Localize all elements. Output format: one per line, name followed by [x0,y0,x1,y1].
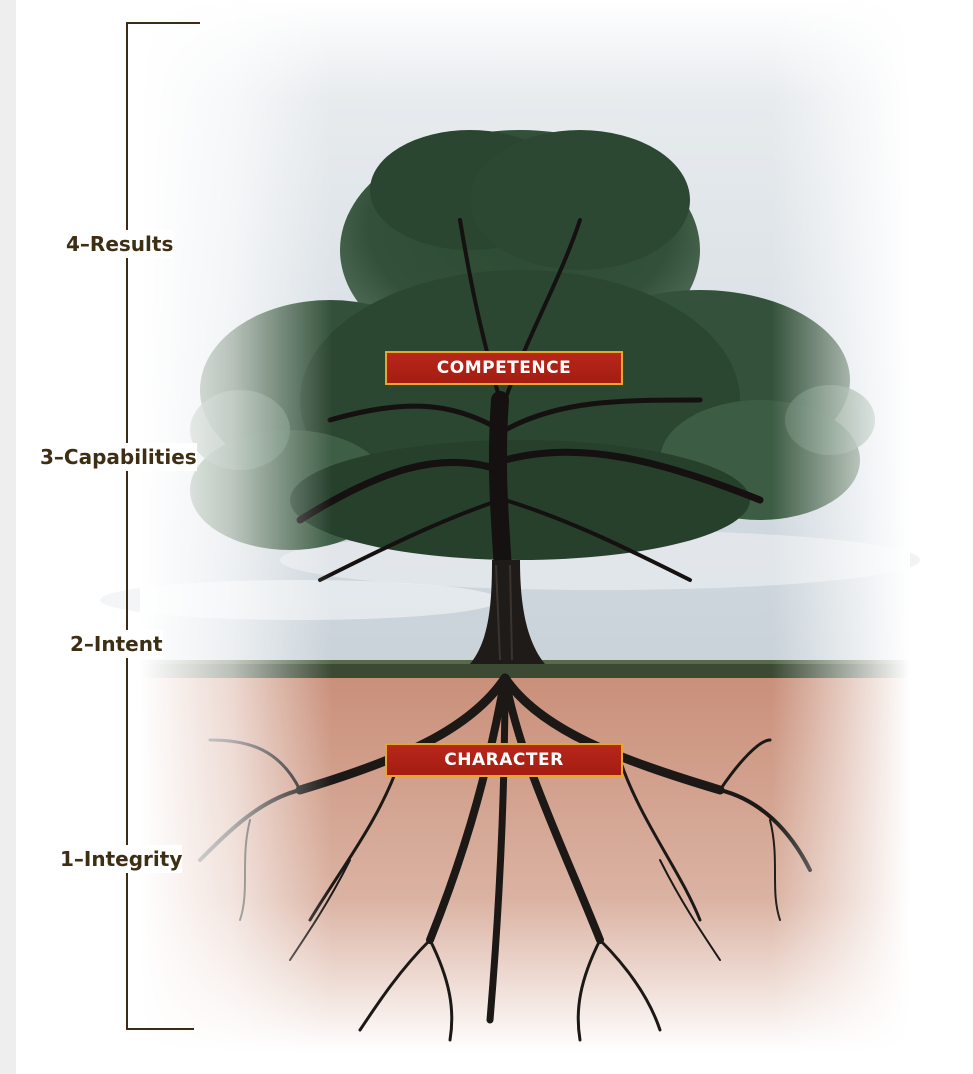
level-label-integrity: 1–Integrity [60,845,182,873]
scale-bracket-line [126,22,128,1030]
character-banner: CHARACTER [385,743,623,777]
level-label-capabilities: 3–Capabilities [40,443,197,471]
scale-bracket-bottom-cap [126,1028,194,1030]
level-label-intent: 2–Intent [70,630,163,658]
competence-banner: COMPETENCE [385,351,623,385]
level-label-results: 4–Results [66,230,173,258]
scale-bracket-top-cap [126,22,200,24]
